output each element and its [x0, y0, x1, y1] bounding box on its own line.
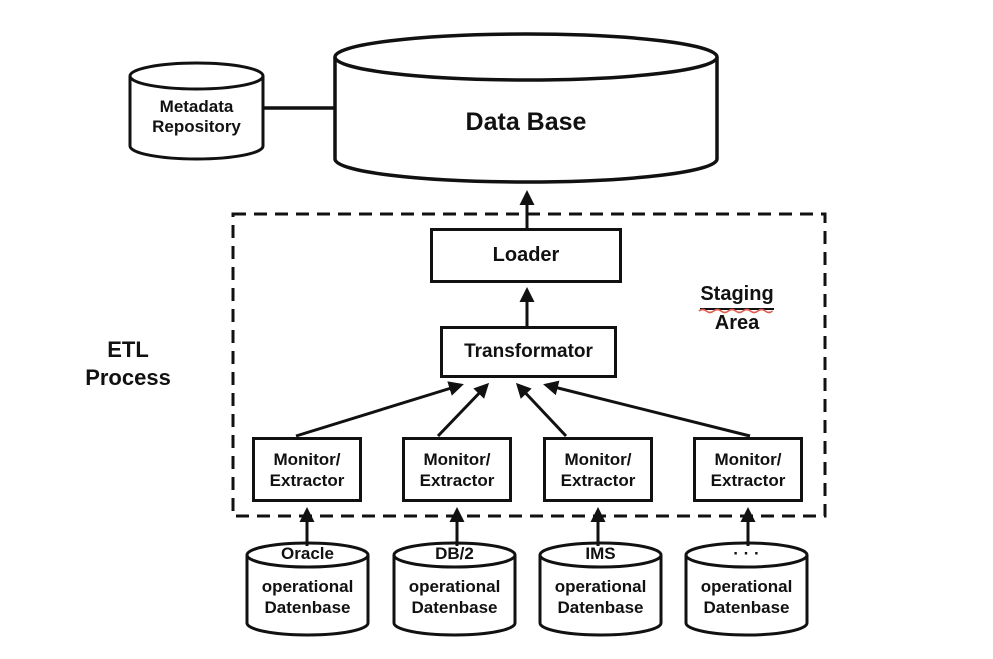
monitor-label-line1: Monitor/: [423, 449, 491, 469]
source-label-line1: operational: [408, 577, 501, 596]
monitor-extractor-box-3: Monitor/ Extractor: [543, 437, 653, 502]
cylinder-shape: [128, 61, 265, 161]
source-label-line2: Datenbase: [557, 598, 644, 617]
source-cylinder-db2: DB/2 operational Datenbase: [392, 541, 517, 637]
staging-area-label: Staging Area: [682, 281, 792, 336]
loader-label: Loader: [492, 244, 560, 266]
source-label-line1: operational: [261, 577, 354, 596]
monitor-label-line1: Monitor/: [714, 449, 782, 469]
source-cylinder-other: · · · operational Datenbase: [684, 541, 809, 637]
staging-area-label-line1: Staging: [698, 281, 774, 314]
database-cylinder: Data Base: [333, 32, 719, 184]
cylinder-shape: [684, 541, 809, 637]
monitor-label-line1: Monitor/: [564, 449, 632, 469]
source-cylinder-oracle: Oracle operational Datenbase: [245, 541, 370, 637]
transformator-label: Transformator: [464, 341, 593, 362]
monitor-extractor-box-2: Monitor/ Extractor: [402, 437, 512, 502]
source-name: Oracle: [281, 544, 334, 563]
source-label-line2: Datenbase: [264, 598, 351, 617]
cylinder-shape: [333, 32, 719, 184]
etl-process-label-line2: Process: [85, 365, 171, 390]
source-cylinder-ims: IMS operational Datenbase: [538, 541, 663, 637]
source-name: DB/2: [435, 544, 474, 563]
cylinder-shape: [392, 541, 517, 637]
source-label-line2: Datenbase: [411, 598, 498, 617]
monitor-label-line2: Extractor: [560, 470, 636, 490]
cylinder-shape: [538, 541, 663, 637]
monitor-label-line2: Extractor: [419, 470, 495, 490]
source-name: IMS: [585, 544, 616, 563]
arrow-monitor4-to-transformator: [543, 380, 751, 438]
metadata-repository-label-line2: Repository: [152, 117, 241, 136]
spellcheck-squiggle: [698, 308, 774, 314]
transformator-box: Transformator: [440, 326, 617, 378]
metadata-repository-cylinder: Metadata Repository: [128, 61, 265, 161]
arrow-monitor3-to-transformator: [515, 382, 568, 438]
etl-process-label-line1: ETL: [107, 337, 149, 362]
source-label-line1: operational: [554, 577, 647, 596]
source-label-line1: operational: [700, 577, 793, 596]
loader-box: Loader: [430, 228, 622, 283]
monitor-extractor-box-4: Monitor/ Extractor: [693, 437, 803, 502]
database-label: Data Base: [465, 108, 587, 136]
source-name: · · ·: [733, 544, 760, 563]
arrow-monitor1-to-transformator: [295, 381, 464, 438]
source-label-line2: Datenbase: [703, 598, 790, 617]
monitor-extractor-box-1: Monitor/ Extractor: [252, 437, 362, 502]
arrow-monitor2-to-transformator: [436, 382, 490, 438]
monitor-label-line2: Extractor: [710, 470, 786, 490]
monitor-label-line2: Extractor: [269, 470, 345, 490]
monitor-label-line1: Monitor/: [273, 449, 341, 469]
metadata-repository-label-line1: Metadata: [159, 97, 234, 116]
etl-process-label: ETL Process: [58, 336, 198, 392]
